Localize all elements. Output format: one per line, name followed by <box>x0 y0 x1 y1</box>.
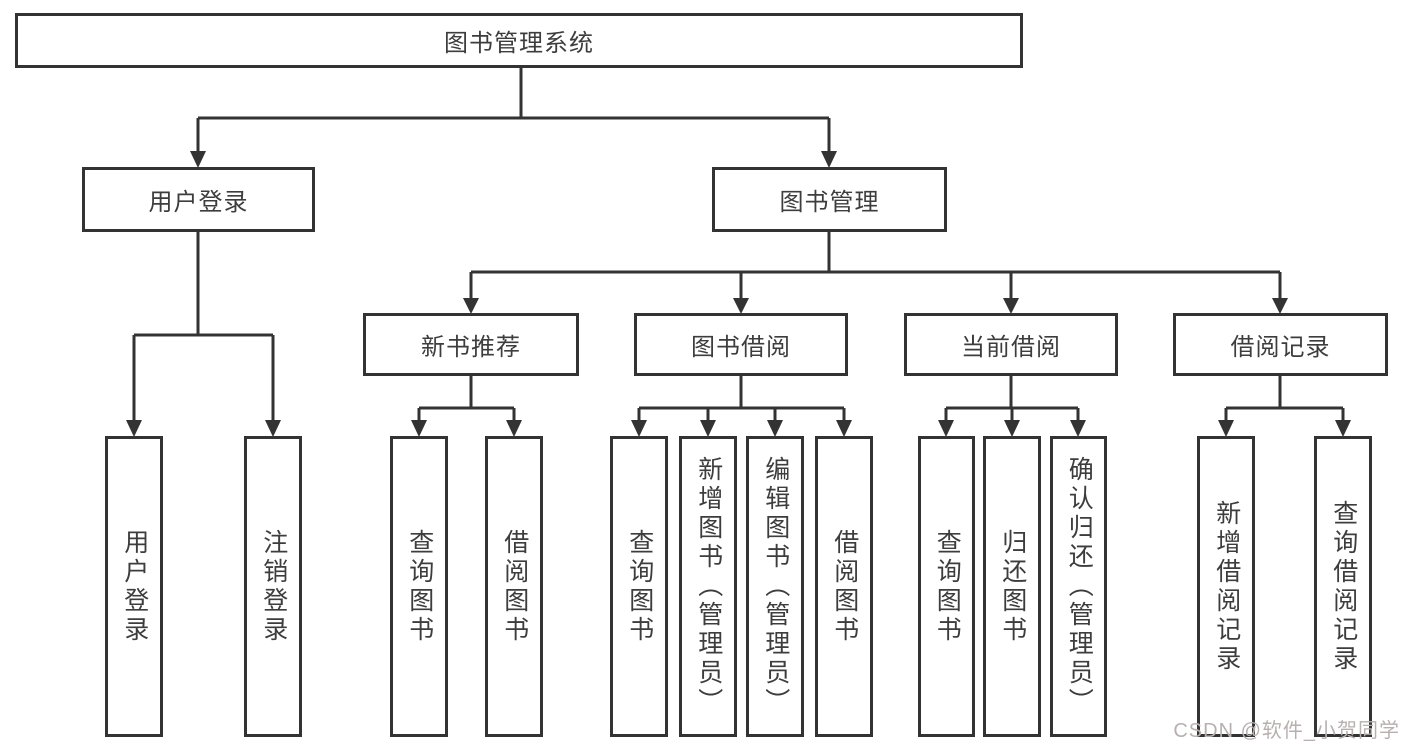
node-current-borrowing: 当前借阅 <box>904 313 1118 376</box>
leaf-label: 新增图书（管理员） <box>694 456 723 717</box>
leaf-query-books-recommend: 查询图书 <box>390 436 448 737</box>
leaf-label: 借阅图书 <box>830 528 859 645</box>
leaf-label: 查询图书 <box>933 528 962 645</box>
node-label: 用户登录 <box>148 189 249 216</box>
node-book-borrowing: 图书借阅 <box>634 313 848 376</box>
node-label: 当前借阅 <box>961 334 1061 361</box>
leaf-label: 查询图书 <box>625 528 654 645</box>
leaf-label: 确认归还（管理员） <box>1065 456 1094 717</box>
leaf-user-login: 用户登录 <box>105 436 163 737</box>
leaf-add-borrow-record: 新增借阅记录 <box>1197 436 1255 737</box>
leaf-label: 新增借阅记录 <box>1212 499 1241 674</box>
node-borrowing-records: 借阅记录 <box>1173 313 1388 376</box>
node-label: 新书推荐 <box>421 334 521 361</box>
node-user-login: 用户登录 <box>82 167 315 232</box>
leaf-query-books-borrowing: 查询图书 <box>610 436 668 737</box>
node-label: 图书管理 <box>779 189 880 216</box>
leaf-logout: 注销登录 <box>244 436 302 737</box>
node-library-management-system: 图书管理系统 <box>15 13 1023 68</box>
leaf-label: 编辑图书（管理员） <box>761 456 790 717</box>
leaf-label: 查询图书 <box>405 528 434 645</box>
leaf-edit-books-admin: 编辑图书（管理员） <box>746 436 804 737</box>
leaf-confirm-return-admin: 确认归还（管理员） <box>1050 436 1107 737</box>
node-label: 图书管理系统 <box>444 30 594 57</box>
node-label: 借阅记录 <box>1230 334 1331 361</box>
node-new-book-recommendation: 新书推荐 <box>363 313 579 376</box>
node-label: 图书借阅 <box>691 334 791 361</box>
leaf-add-books-admin: 新增图书（管理员） <box>679 436 737 737</box>
leaf-borrow-books-recommend: 借阅图书 <box>485 436 543 737</box>
leaf-label: 注销登录 <box>259 528 288 645</box>
node-book-management: 图书管理 <box>712 167 947 232</box>
leaf-query-books-current: 查询图书 <box>918 436 975 737</box>
leaf-label: 借阅图书 <box>500 528 529 645</box>
leaf-return-books: 归还图书 <box>983 436 1041 737</box>
leaf-label: 用户登录 <box>120 528 149 645</box>
leaf-borrow-books: 借阅图书 <box>815 436 873 737</box>
leaf-label: 归还图书 <box>998 528 1027 645</box>
leaf-query-borrow-record: 查询借阅记录 <box>1314 436 1372 737</box>
csdn-watermark: CSDN @软件_小贺同学 <box>1173 720 1400 742</box>
leaf-label: 查询借阅记录 <box>1329 499 1358 674</box>
